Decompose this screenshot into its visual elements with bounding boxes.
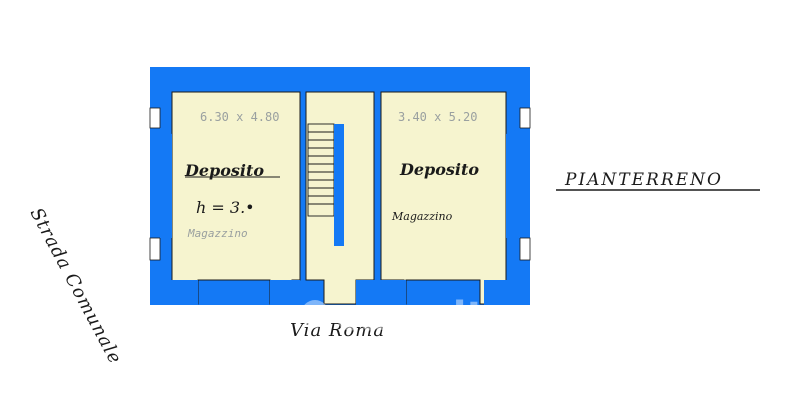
pier-bottom-3 — [356, 280, 406, 305]
wall-right-jamb — [506, 128, 520, 238]
window-left-bottom — [149, 237, 161, 261]
watermark-logo — [301, 300, 329, 328]
room-right-name: Deposito — [399, 160, 479, 179]
window-right-top — [519, 107, 531, 129]
room-left-height: h = 3.• — [196, 198, 255, 217]
room-left-note: Magazzino — [187, 227, 248, 240]
street-side-label: Strada Comunale — [26, 204, 126, 367]
pier-bottom-1 — [150, 280, 198, 305]
window-left-top — [149, 107, 161, 129]
watermark: casa.it — [301, 294, 486, 340]
street-bottom-label: Via Roma — [290, 320, 385, 341]
stair-core-wall — [334, 124, 344, 246]
room-left-name: Deposito — [184, 161, 264, 180]
floor-label: PIANTERRENO — [564, 170, 723, 190]
wall-left-jamb — [160, 128, 172, 238]
staircase — [307, 123, 344, 246]
room-left-dimensions: 6.30 x 4.80 — [200, 110, 279, 124]
pier-bottom-4 — [484, 280, 530, 305]
stair-flight — [307, 123, 335, 217]
room-right-dimensions: 3.40 x 5.20 — [398, 110, 477, 124]
watermark-text: casa.it — [336, 294, 486, 340]
window-right-bottom — [519, 237, 531, 261]
pier-bottom-2 — [270, 280, 300, 305]
room-right-note: Magazzino — [391, 210, 453, 223]
